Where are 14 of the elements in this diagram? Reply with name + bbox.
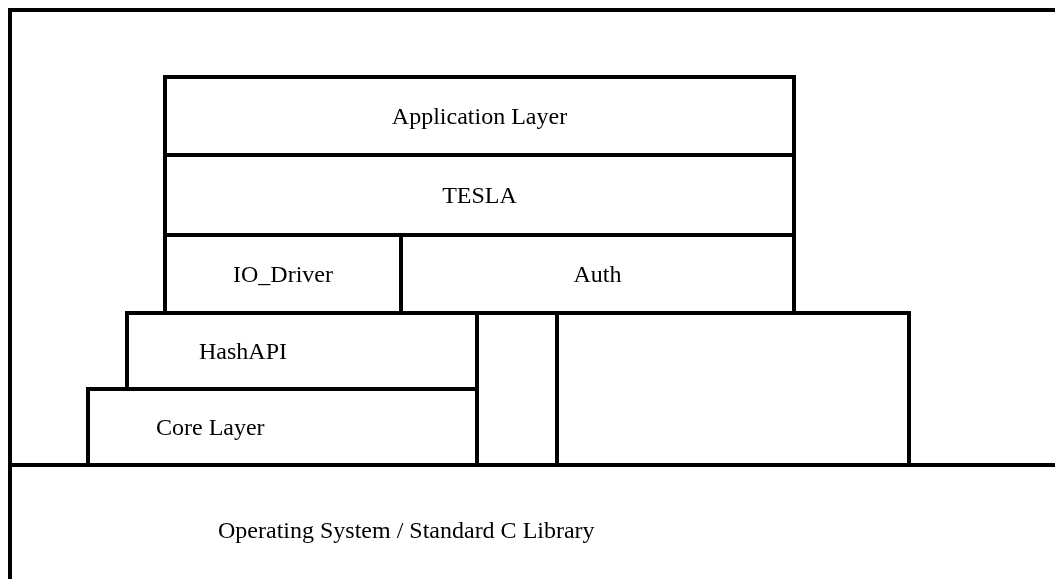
layer-label: HashAPI	[199, 337, 287, 365]
layer-box	[125, 311, 479, 387]
layer-box	[86, 387, 479, 463]
layer-label: IO_Driver	[233, 260, 333, 288]
layer-box	[163, 75, 796, 157]
layer-box	[163, 237, 403, 311]
layer-label: Core Layer	[156, 413, 265, 441]
layer-label: Operating System / Standard C Library	[218, 517, 595, 544]
layer-box	[479, 311, 559, 463]
layer-box	[559, 311, 911, 463]
layer-label: TESLA	[442, 181, 517, 209]
layer-label: Auth	[573, 260, 622, 288]
layer-label: Application Layer	[391, 102, 568, 130]
layer-box	[163, 157, 796, 237]
